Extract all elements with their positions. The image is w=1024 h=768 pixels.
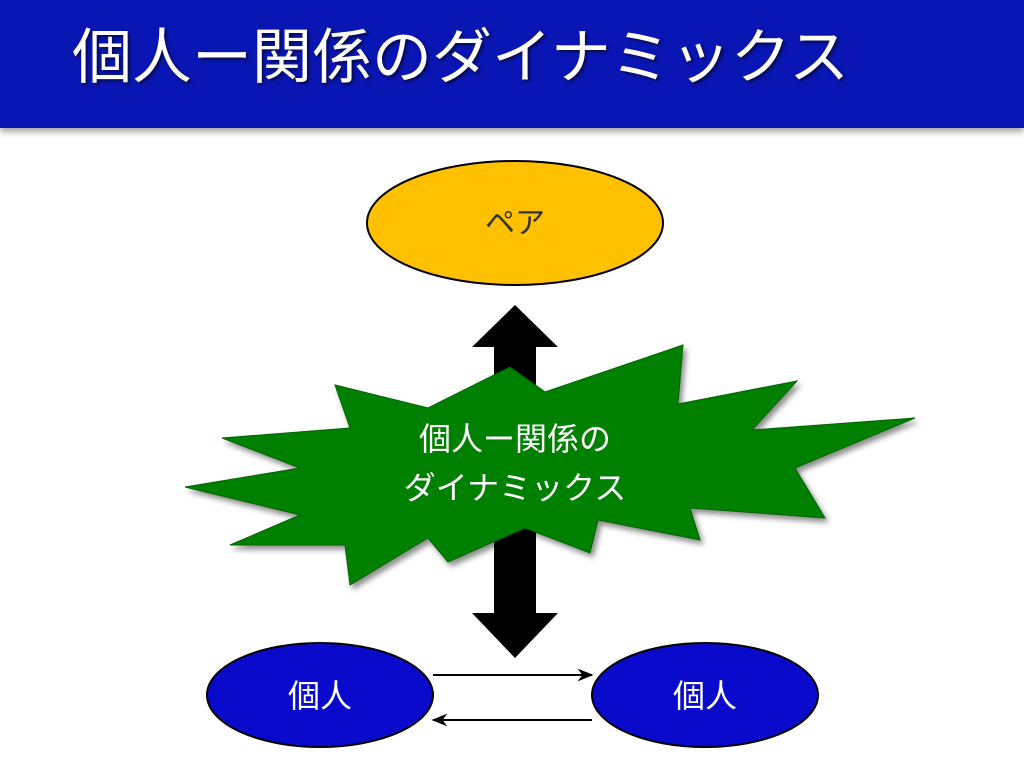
individual-node-right: 個人 — [591, 642, 819, 748]
title-bar: 個人ー関係のダイナミックス — [0, 0, 1024, 128]
pair-label: ペア — [485, 206, 545, 241]
individual-node-left: 個人 — [206, 642, 434, 748]
burst-label-line2: ダイナミックス — [404, 469, 626, 507]
page-title: 個人ー関係のダイナミックス — [72, 23, 849, 93]
individual-label-left: 個人 — [288, 677, 352, 715]
dynamics-burst: 個人ー関係の ダイナミックス — [184, 344, 916, 586]
individual-label-right: 個人 — [673, 677, 737, 715]
burst-shape — [184, 344, 916, 586]
burst-label-line1: 個人ー関係の — [419, 420, 611, 458]
pair-ellipse — [366, 160, 664, 286]
individual-ellipse-left — [206, 642, 434, 748]
individual-ellipse-right — [591, 642, 819, 748]
pair-node: ペア — [366, 160, 664, 286]
